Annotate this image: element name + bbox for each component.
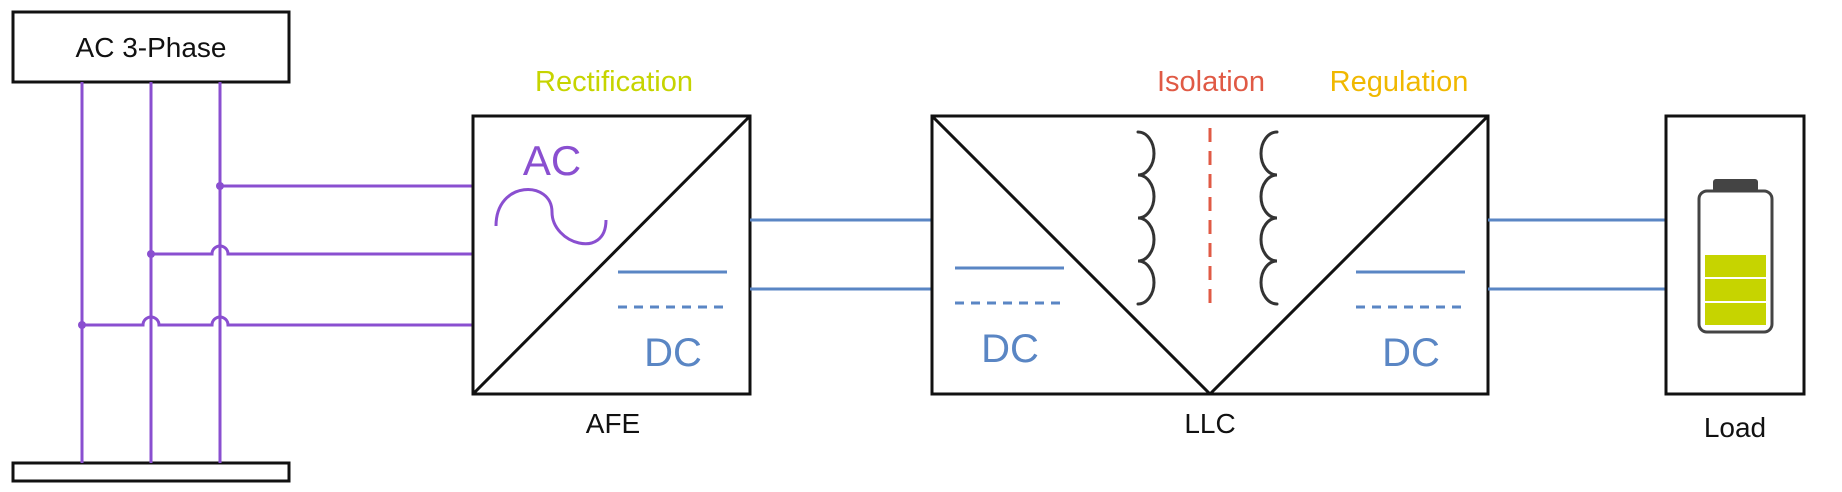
junction-dot xyxy=(216,182,224,190)
junction-dot xyxy=(78,321,86,329)
afe-input-text: AC xyxy=(523,137,581,184)
ac-source: AC 3-Phase xyxy=(11,10,291,483)
phase-line-2 xyxy=(151,244,473,256)
llc-input-text: DC xyxy=(981,327,1039,371)
battery-cell xyxy=(1705,279,1766,301)
llc-output-text: DC xyxy=(1382,331,1440,375)
junction-dot xyxy=(147,250,155,258)
phase-line-3 xyxy=(82,315,473,327)
llc-diagonal-right xyxy=(1208,114,1490,396)
afe-output-text: DC xyxy=(644,331,702,375)
ac-source-title: AC 3-Phase xyxy=(76,32,227,63)
load-label: Load xyxy=(1704,412,1766,443)
ac-phase-wires xyxy=(78,82,473,463)
llc-block: DC DC LLC xyxy=(930,114,1490,439)
afe-diagonal xyxy=(471,114,752,396)
stage-label-rectification: Rectification xyxy=(535,66,693,98)
transformer-coil-icon xyxy=(1136,128,1279,308)
output-wires xyxy=(1488,218,1666,291)
neutral-bar xyxy=(11,461,291,483)
battery-terminal xyxy=(1713,179,1758,192)
secondary-winding xyxy=(1259,130,1279,306)
stage-label-regulation: Regulation xyxy=(1330,66,1469,98)
primary-winding xyxy=(1136,130,1156,306)
llc-diagonal-left xyxy=(930,114,1212,396)
afe-block: AC DC AFE xyxy=(471,114,752,439)
load-block: Load xyxy=(1664,114,1806,443)
afe-label: AFE xyxy=(586,408,640,439)
battery-cell xyxy=(1705,255,1766,277)
sine-wave-icon xyxy=(494,188,608,246)
battery-icon xyxy=(1697,179,1774,334)
ac-source-box xyxy=(11,10,291,84)
battery-cell xyxy=(1705,303,1766,325)
llc-label: LLC xyxy=(1184,408,1235,439)
stage-label-isolation: Isolation xyxy=(1157,66,1265,98)
dc-link xyxy=(750,218,932,291)
battery-charge-cells xyxy=(1705,255,1766,325)
